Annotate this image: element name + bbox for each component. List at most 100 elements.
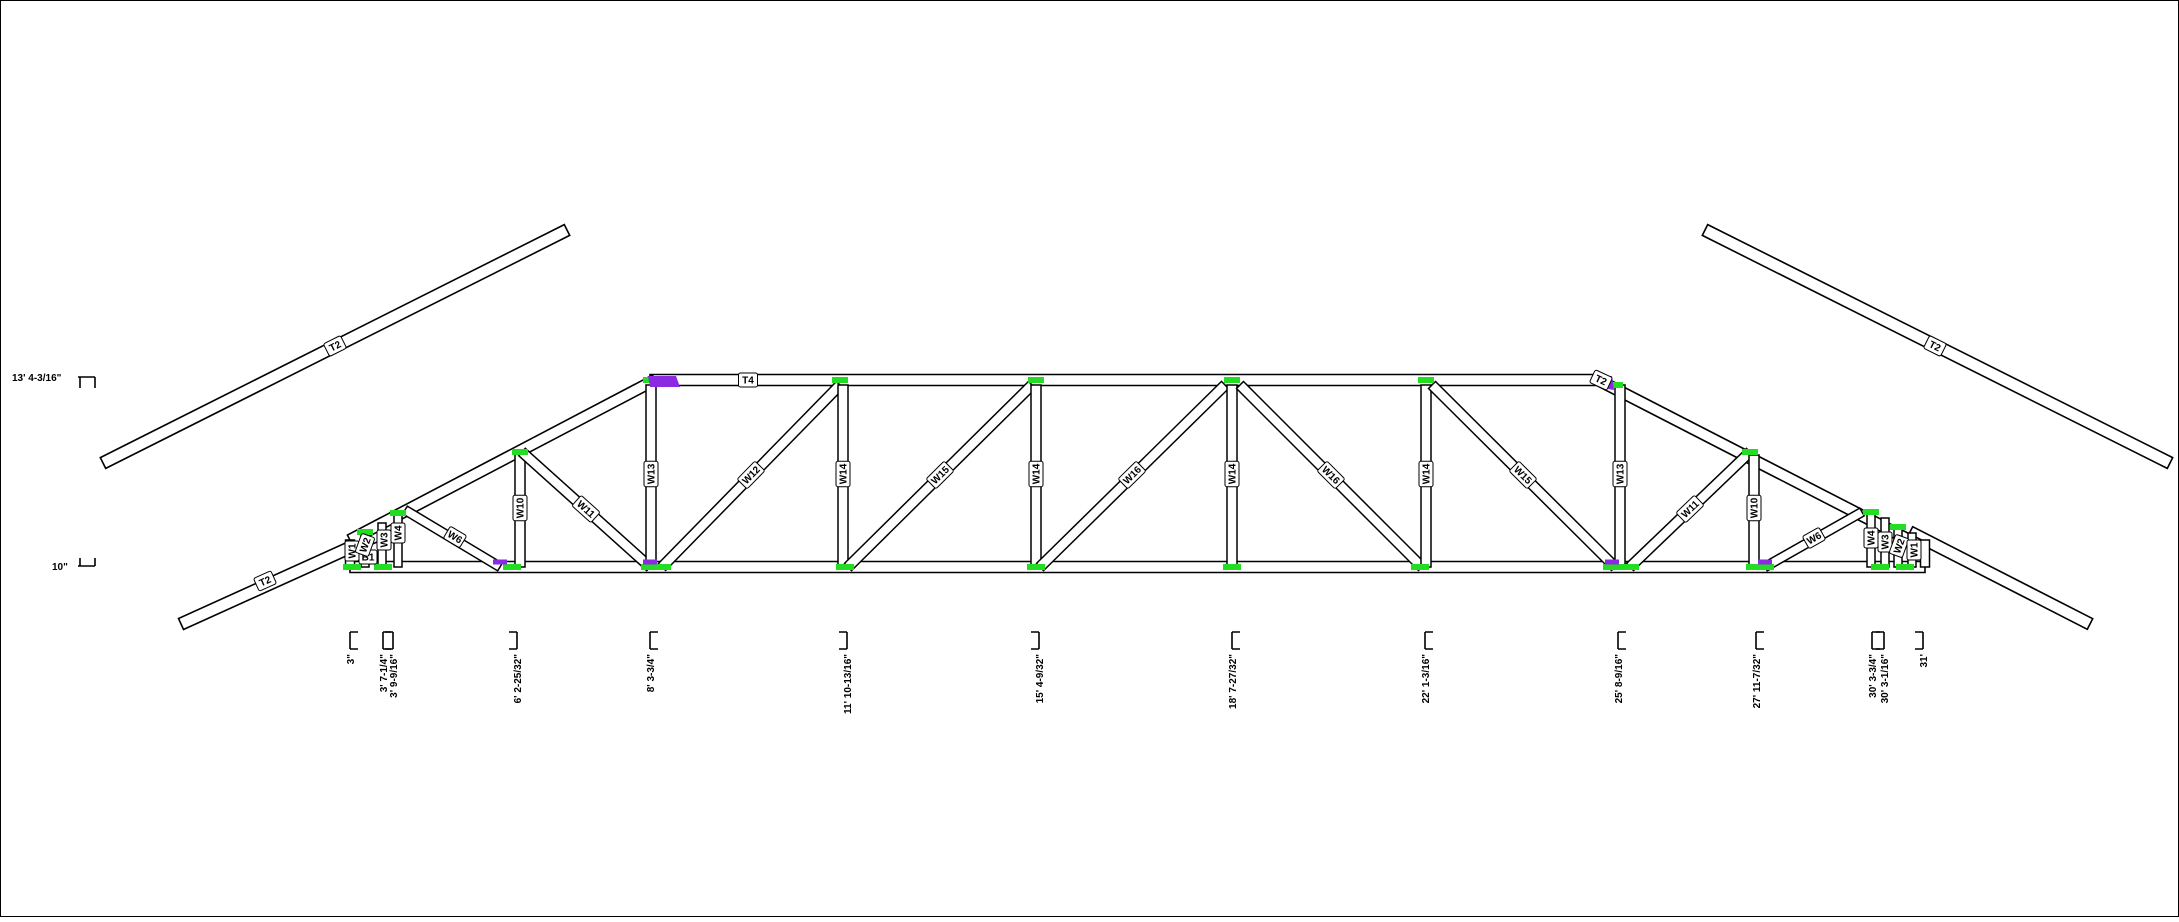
bottom-plate-2 xyxy=(374,564,392,570)
bottom-plate-1 xyxy=(343,564,361,570)
connector-plates xyxy=(343,376,1914,570)
label-center-w14: W14 xyxy=(1224,460,1240,488)
top-plate-9 xyxy=(357,529,373,535)
label-right-w13-box xyxy=(1612,460,1628,488)
panel-dimension-14: 31' xyxy=(1915,631,1930,668)
top-chord-left-slope xyxy=(346,374,659,546)
label-left-w13: W13 xyxy=(643,460,659,488)
bottom-plate-10 xyxy=(1603,564,1621,570)
label-right-end-w2-text: W2 xyxy=(1892,537,1908,555)
truss-members xyxy=(99,223,2174,631)
label-left-w6: W6 xyxy=(443,526,467,548)
panel-dimension-7: 15' 4-9/32" xyxy=(1031,631,1046,703)
top-plate-8 xyxy=(1742,449,1758,455)
top-plate-5 xyxy=(1418,377,1434,383)
height-mark-top: 13' 4-3/16" xyxy=(12,373,96,388)
label-left-end-w2-box xyxy=(355,533,375,557)
label-top-chord-right-box xyxy=(1589,369,1613,391)
web-plate-4 xyxy=(1758,559,1772,565)
label-right-end-w4: W4 xyxy=(1863,527,1879,549)
label-mid-w16-1-box xyxy=(1118,461,1146,489)
label-left-end-w4-box xyxy=(390,522,406,544)
top-chord-right-slope xyxy=(1594,374,1929,554)
label-right-w10-box xyxy=(1746,494,1762,522)
label-right-end-w3: W3 xyxy=(1877,531,1893,553)
panel-dimension-6: 11' 10-13/16" xyxy=(839,631,854,714)
panel-dimension-1: 3" xyxy=(346,631,358,664)
panel-dimensions: 3"3' 7-1/4"3' 9-9/16"6' 2-25/32"8' 3-3/4… xyxy=(346,631,1930,714)
panel-dimension-bracket-13 xyxy=(1876,631,1885,650)
label-left-end-w4-text: W4 xyxy=(394,525,405,540)
bottom-plate-7 xyxy=(1027,564,1045,570)
label-left-w10: W10 xyxy=(512,494,528,522)
label-right-w13: W13 xyxy=(1612,460,1628,488)
label-mid-w14-2-box xyxy=(1028,460,1044,488)
bottom-plate-13 xyxy=(1756,564,1774,570)
label-right-end-w1-box xyxy=(1906,539,1922,561)
label-right-w10-text: W10 xyxy=(1750,497,1761,518)
label-left-w11-box xyxy=(572,495,600,523)
label-right-end-w1-text: W1 xyxy=(1910,542,1921,557)
height-mark-bottom-bracket xyxy=(78,558,96,567)
panel-dimension-bracket-4 xyxy=(509,631,518,650)
panel-dimension-9: 22' 1-3/16" xyxy=(1421,631,1433,704)
bottom-chord xyxy=(349,560,1926,574)
label-right-w13-text: W13 xyxy=(1616,463,1627,484)
right-end-vertical xyxy=(1919,539,1931,568)
panel-dimension-bracket-8 xyxy=(1231,631,1240,650)
label-mid-w16-1: W16 xyxy=(1118,461,1146,489)
bottom-plate-4 xyxy=(641,564,659,570)
bottom-plate-14 xyxy=(1871,564,1889,570)
overhang-right-lower xyxy=(1906,525,2094,631)
label-mid-w14-2-text: W14 xyxy=(1032,463,1043,484)
top-plate-10 xyxy=(390,510,406,516)
label-left-end-w1-text: W1 xyxy=(348,543,359,558)
label-top-chord-right-text: T2 xyxy=(1593,373,1609,388)
bottom-plate-12 xyxy=(1746,564,1764,570)
label-right-w6: W6 xyxy=(1802,527,1826,549)
label-left-w10-box xyxy=(512,494,528,522)
label-left-w12-box xyxy=(737,461,765,489)
bottom-plate-8 xyxy=(1223,564,1241,570)
top-plate-6 xyxy=(1607,382,1623,388)
label-right-w10: W10 xyxy=(1746,494,1762,522)
label-overhang-right-upper-box xyxy=(1923,335,1947,357)
label-center-w14-text: W14 xyxy=(1228,463,1239,484)
panel-dimension-bracket-6 xyxy=(839,631,848,650)
label-mid-w14-3-text: W14 xyxy=(1422,463,1433,484)
label-overhang-left-lower-text: T2 xyxy=(258,574,274,589)
panel-dimension-bracket-12 xyxy=(1871,631,1880,650)
panel-dimension-label-8: 18' 7-27/32" xyxy=(1228,654,1239,709)
label-left-w6-box xyxy=(443,526,467,548)
panel-dimension-bracket-3 xyxy=(385,631,394,650)
label-left-end-b1-text: B1 xyxy=(362,553,375,564)
label-top-chord-right: T2 xyxy=(1589,369,1613,391)
label-left-end-w2: W2 xyxy=(355,533,375,557)
panel-dimension-label-13: 30' 3-1/16" xyxy=(1880,654,1891,704)
web-plate-2 xyxy=(643,559,657,565)
web-plate-3 xyxy=(1605,559,1619,565)
panel-dimension-label-9: 22' 1-3/16" xyxy=(1421,654,1432,704)
panel-dimension-label-5: 8' 3-3/4" xyxy=(646,654,657,693)
panel-dimension-label-11: 27' 11-7/32" xyxy=(1752,654,1763,709)
panel-dimension-label-2: 3' 7-1/4" xyxy=(379,654,390,693)
label-mid-w15-1-box xyxy=(926,461,954,489)
label-mid-w14-2: W14 xyxy=(1028,460,1044,488)
panel-dimension-label-3: 3' 9-9/16" xyxy=(389,654,400,698)
label-overhang-left-upper: T2 xyxy=(323,335,347,357)
top-plate-2 xyxy=(832,377,848,383)
top-plate-7 xyxy=(512,449,528,455)
bottom-plate-9 xyxy=(1411,564,1429,570)
panel-dimension-bracket-14 xyxy=(1915,631,1924,650)
label-overhang-left-lower-box xyxy=(253,570,277,592)
panel-dimension-bracket-5 xyxy=(649,631,658,650)
label-left-w10-text: W10 xyxy=(516,497,527,518)
label-mid-w16-2-box xyxy=(1317,461,1345,489)
top-plate-12 xyxy=(1890,524,1906,530)
label-mid-w14-1: W14 xyxy=(835,460,851,488)
label-right-end-w3-text: W3 xyxy=(1881,534,1892,549)
label-right-end-w3-box xyxy=(1877,531,1893,553)
label-right-w6-box xyxy=(1802,527,1826,549)
panel-dimension-5: 8' 3-3/4" xyxy=(646,631,658,693)
